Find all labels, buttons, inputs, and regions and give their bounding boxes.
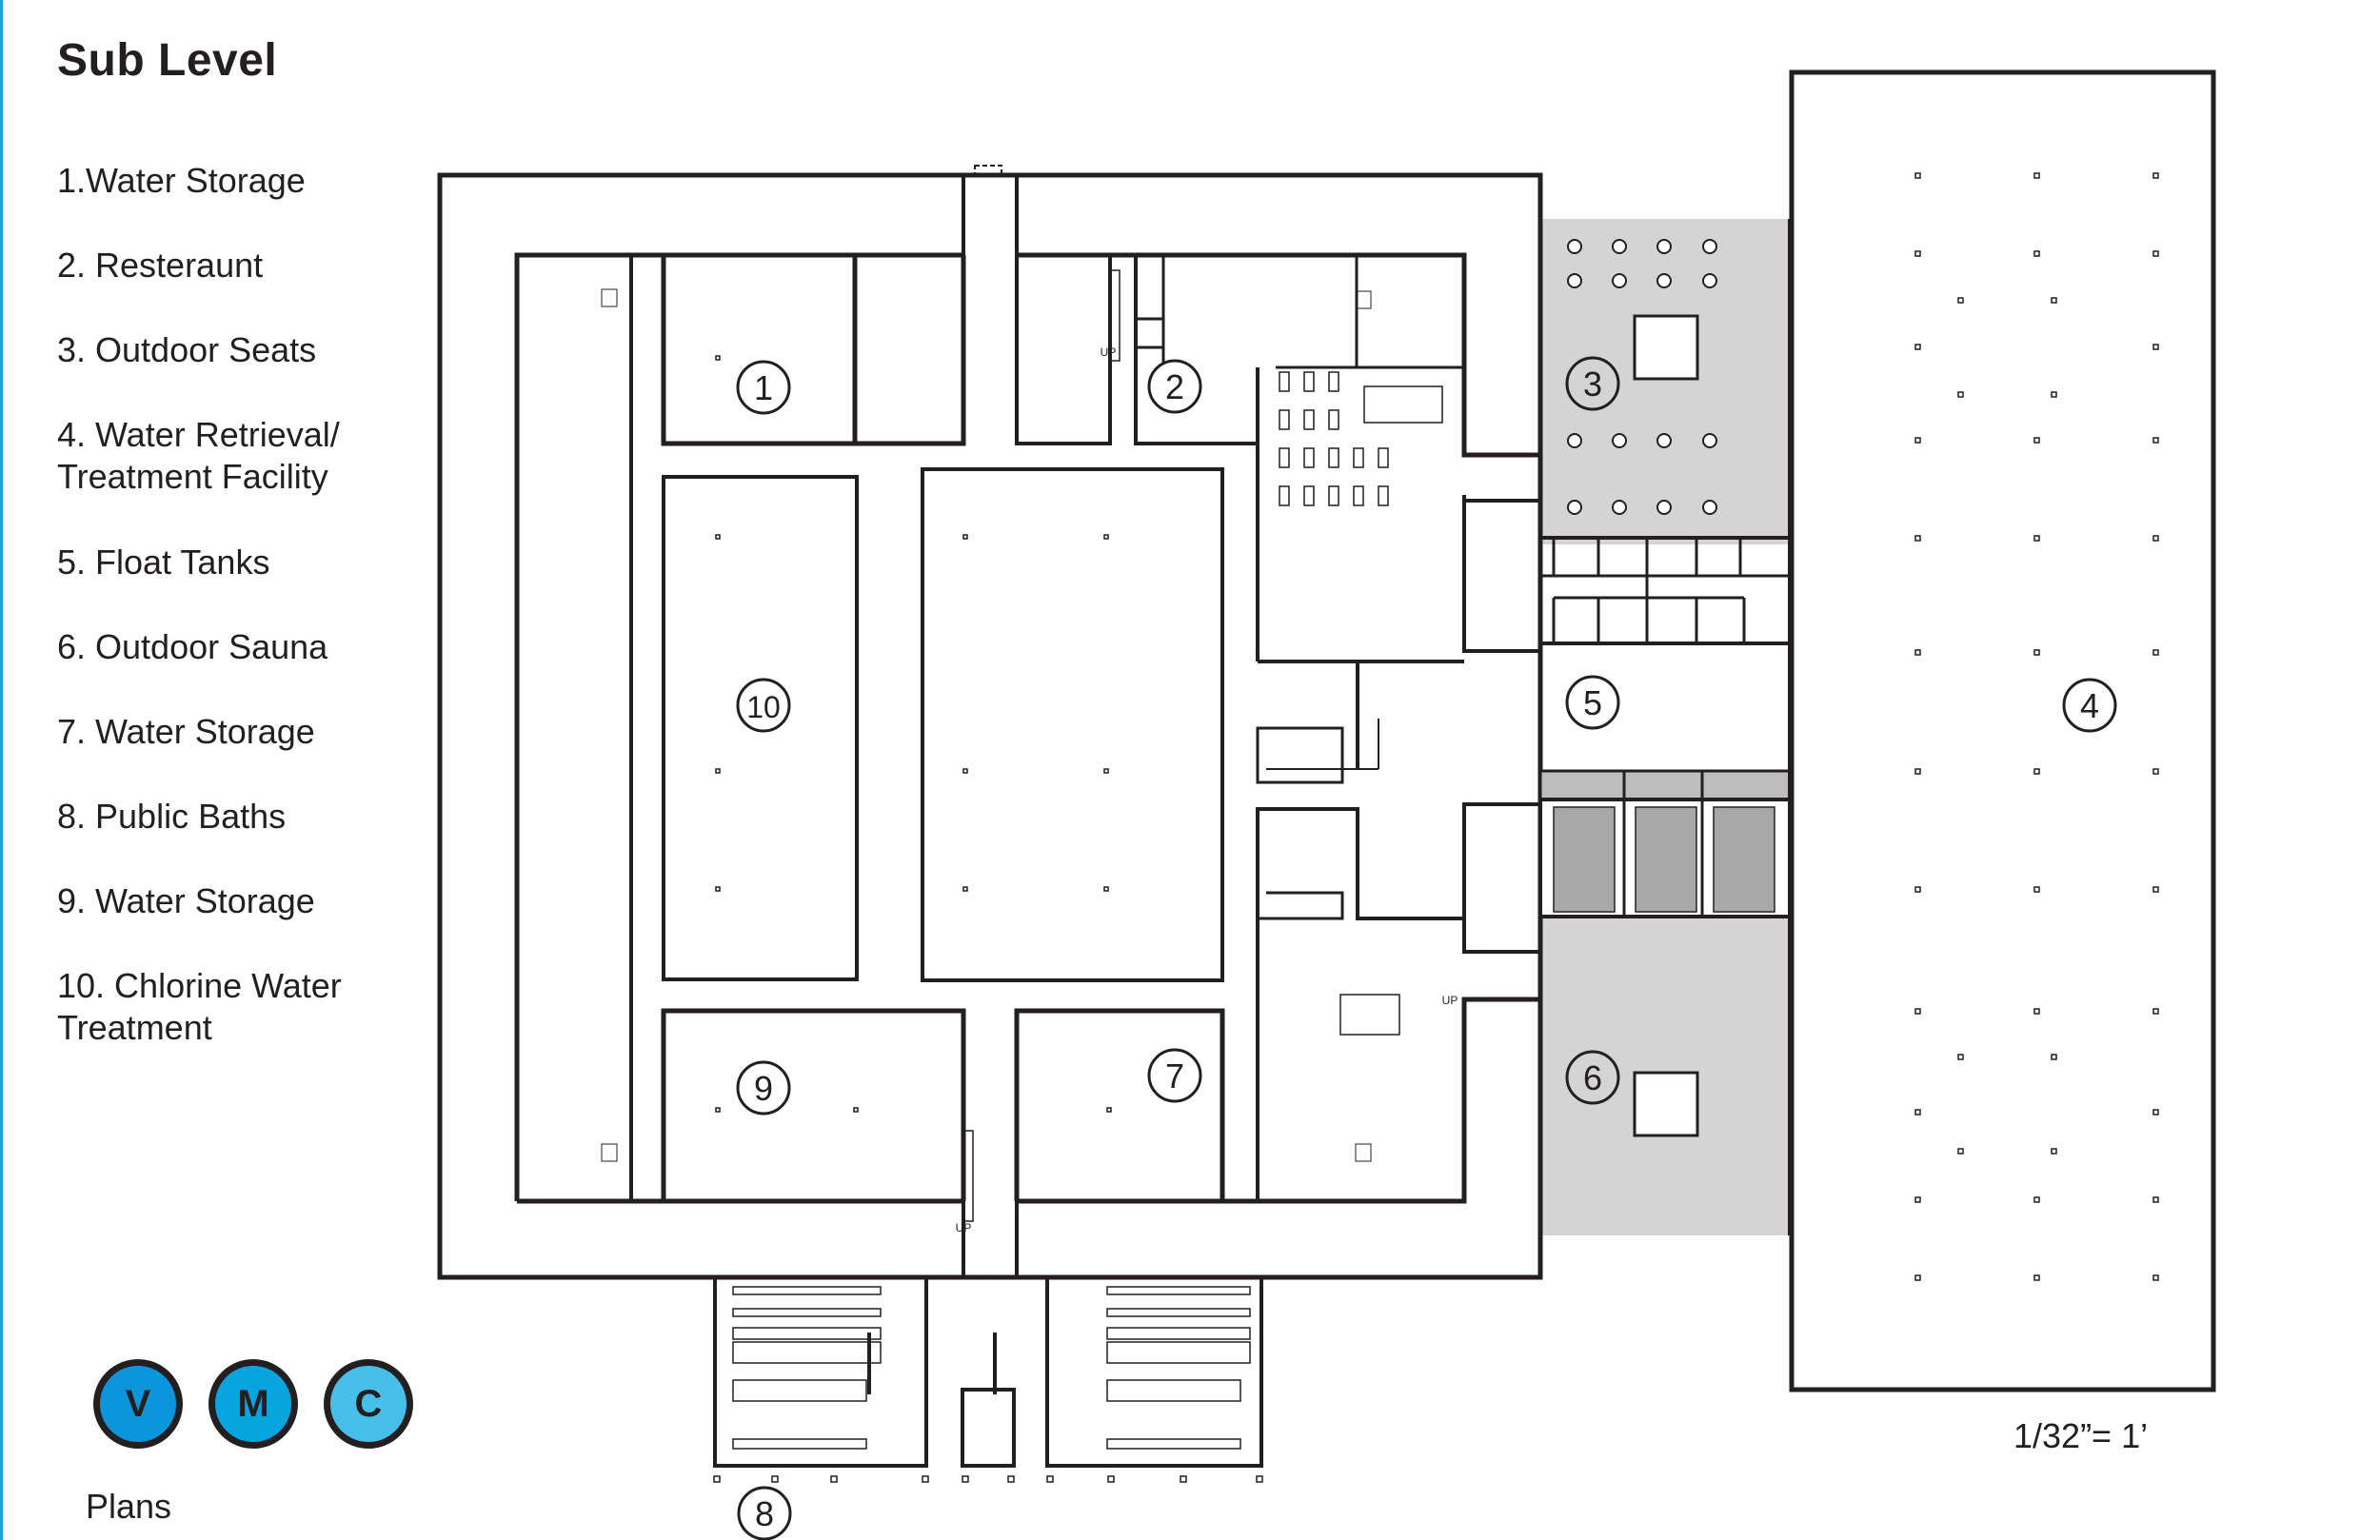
legend-item-1: 1.Water Storage xyxy=(57,161,306,200)
room-tag-4: 4 xyxy=(2080,686,2099,725)
scale-label: 1/32”= 1’ xyxy=(2013,1416,2149,1455)
room-tag-8: 8 xyxy=(755,1494,774,1533)
outer-wall xyxy=(437,172,1543,1280)
room-tag-7: 7 xyxy=(1165,1056,1184,1096)
room-tag-5: 5 xyxy=(1583,683,1602,722)
room-tag-9: 9 xyxy=(754,1069,773,1108)
nav-button-v[interactable]: V xyxy=(93,1359,183,1449)
treatment-facility-outline xyxy=(1789,69,2216,1392)
room-tag-10: 10 xyxy=(746,690,781,724)
legend-item-4: 4. Water Retrieval/ Treatment Facility xyxy=(57,415,340,496)
room-tag-1: 1 xyxy=(754,368,773,407)
room-tag-6: 6 xyxy=(1583,1058,1602,1097)
nav-button-c[interactable]: C xyxy=(324,1359,413,1449)
stair-up-label: UP xyxy=(1101,346,1117,359)
room-tag-2: 2 xyxy=(1165,367,1184,406)
nav-button-c-label: C xyxy=(354,1382,383,1425)
page-title: Sub Level xyxy=(57,35,278,86)
legend-item-6: 6. Outdoor Sauna xyxy=(57,627,328,666)
legend-item-5: 5. Float Tanks xyxy=(57,543,270,582)
legend-item-9: 9. Water Storage xyxy=(57,881,315,920)
legend-item-8: 8. Public Baths xyxy=(57,797,287,836)
nav-button-m[interactable]: M xyxy=(208,1359,298,1449)
legend-item-3: 3. Outdoor Seats xyxy=(57,330,317,369)
plans-section-label: Plans xyxy=(86,1487,172,1526)
legend-item-2: 2. Resteraunt xyxy=(57,246,264,285)
left-accent-rule xyxy=(0,0,3,1540)
room-tag-3: 3 xyxy=(1583,365,1602,404)
nav-button-v-label: V xyxy=(125,1382,151,1425)
nav-button-m-label: M xyxy=(237,1382,269,1425)
legend-item-7: 7. Water Storage xyxy=(57,712,315,751)
stair-up-label: UP xyxy=(956,1221,972,1234)
legend-item-10: 10. Chlorine Water Treatment xyxy=(57,966,342,1047)
stair-up-label: UP xyxy=(1442,994,1458,1007)
outdoor-seats-area xyxy=(1542,219,1790,544)
